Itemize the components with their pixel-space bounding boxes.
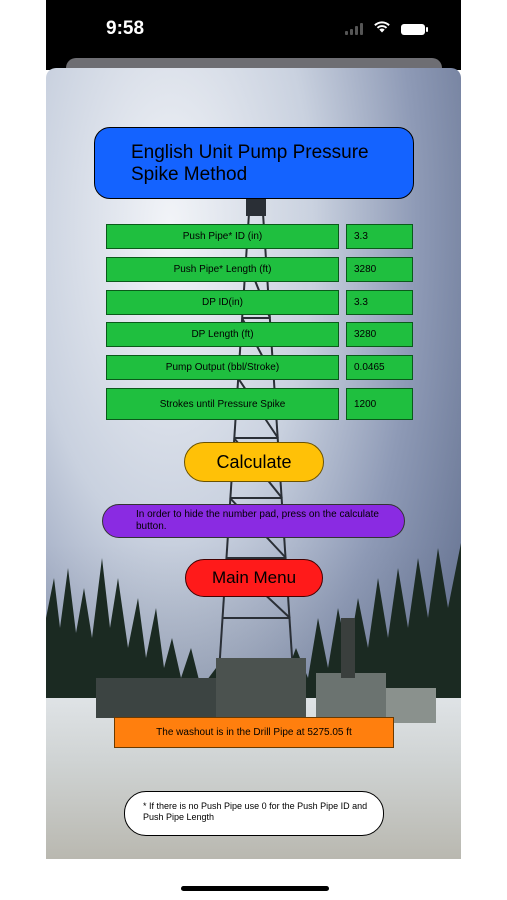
main-menu-button[interactable]: Main Menu — [185, 559, 323, 597]
pump-output-label: Pump Output (bbl/Stroke) — [106, 355, 339, 380]
signal-icon — [345, 23, 363, 35]
status-icons — [345, 20, 428, 38]
dp-length-label: DP Length (ft) — [106, 322, 339, 347]
dp-id-input[interactable]: 3.3 — [346, 290, 413, 315]
dp-id-label: DP ID(in) — [106, 290, 339, 315]
strokes-label: Strokes until Pressure Spike — [106, 388, 339, 420]
status-time: 9:58 — [106, 18, 145, 39]
push-pipe-footnote: * If there is no Push Pipe use 0 for the… — [124, 791, 384, 836]
home-indicator[interactable] — [181, 886, 329, 891]
push-pipe-id-input[interactable]: 3.3 — [346, 224, 413, 249]
wifi-icon — [373, 20, 391, 38]
strokes-input[interactable]: 1200 — [346, 388, 413, 420]
rig-buildings-graphic — [96, 618, 436, 723]
push-pipe-id-label: Push Pipe* ID (in) — [106, 224, 339, 249]
battery-icon — [401, 23, 428, 35]
dp-length-input[interactable]: 3280 — [346, 322, 413, 347]
calculate-button[interactable]: Calculate — [184, 442, 324, 482]
result-label: The washout is in the Drill Pipe at 5275… — [114, 717, 394, 748]
tree-line-graphic — [46, 543, 461, 708]
push-pipe-length-input[interactable]: 3280 — [346, 257, 413, 282]
push-pipe-length-label: Push Pipe* Length (ft) — [106, 257, 339, 282]
hide-keypad-hint: In order to hide the number pad, press o… — [102, 504, 405, 538]
page-title: English Unit Pump Pressure Spike Method — [94, 127, 414, 199]
pump-output-input[interactable]: 0.0465 — [346, 355, 413, 380]
